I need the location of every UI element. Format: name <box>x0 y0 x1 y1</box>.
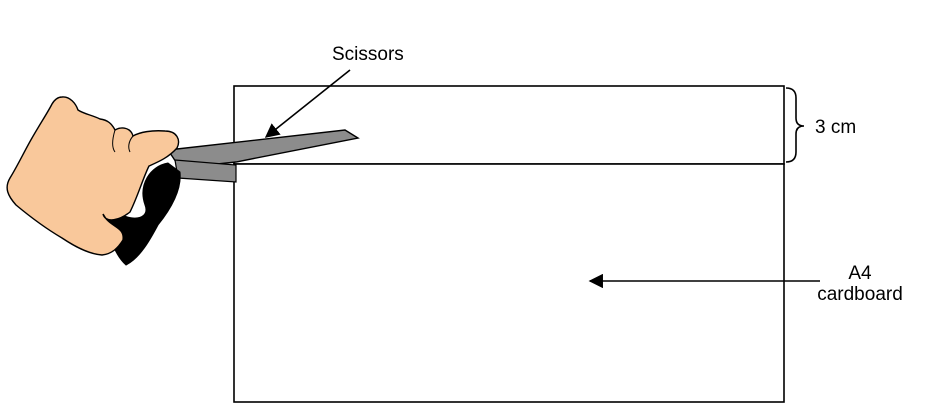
strip-width-brace <box>785 87 805 163</box>
finger-crease <box>128 135 134 153</box>
cardboard-strip <box>233 85 785 165</box>
hand-icon <box>6 96 180 256</box>
cardboard-label: A4 cardboard <box>800 263 920 305</box>
hand-shape <box>6 96 180 256</box>
finger-crease <box>112 129 116 153</box>
scissors-label: Scissors <box>332 44 404 65</box>
strip-width-label: 3 cm <box>815 117 857 138</box>
scissors-pointer-arrow <box>264 69 351 138</box>
cardboard-label-line1: A4 <box>848 263 872 284</box>
cardboard-label-line2: cardboard <box>817 284 903 305</box>
cardboard-sheet <box>233 163 785 403</box>
